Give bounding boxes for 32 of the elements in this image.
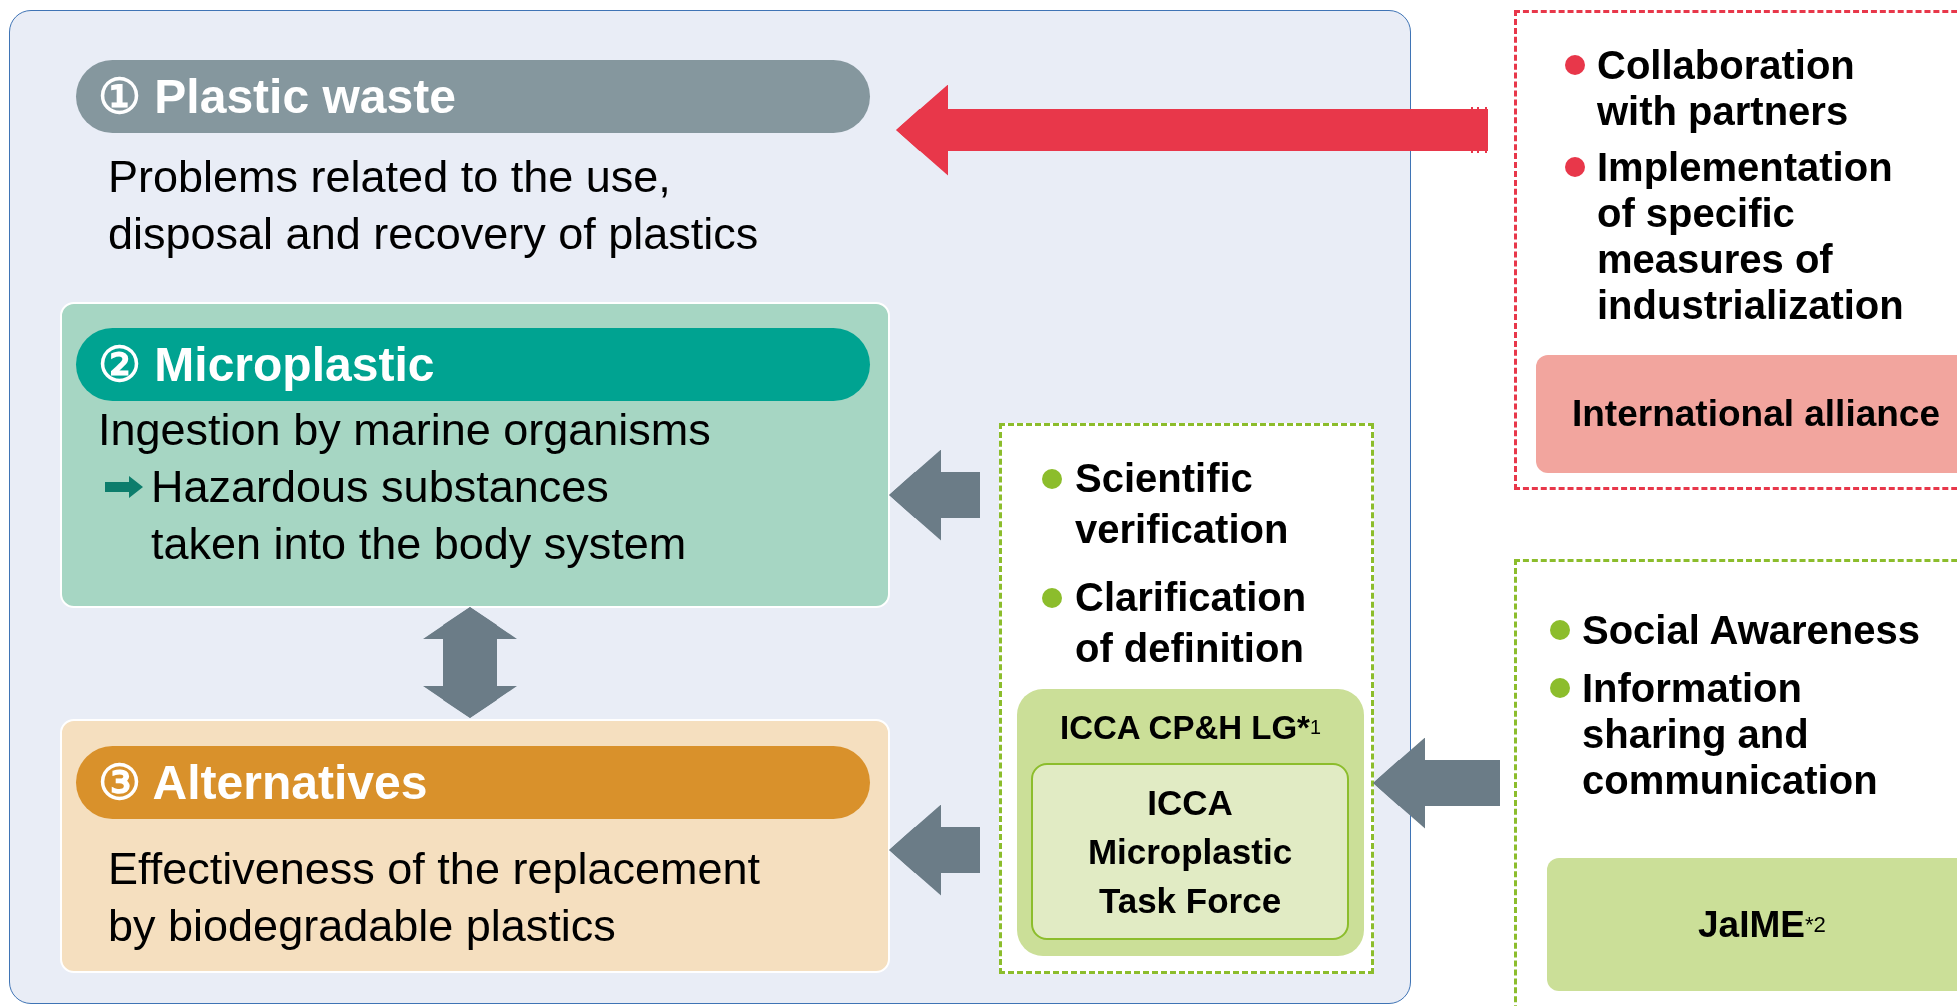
double-arrow: [423, 607, 517, 718]
bullet-item: Social Awareness: [1582, 607, 1921, 653]
label-box: [1547, 858, 1957, 991]
dashed-frame: [999, 423, 1374, 974]
block-arrow: [896, 84, 1488, 176]
bullet-item: Clarification of definition: [1075, 574, 1308, 672]
group-box: [1017, 689, 1364, 956]
box-title: JaIME$^{*2}$: [1697, 902, 1827, 947]
bullet-item: Scientific verification: [1075, 455, 1290, 553]
description-text: Hazardous substances taken into the body system: [103, 458, 713, 572]
section-header: ① Plastic waste: [76, 60, 870, 133]
description-text: Problems related to the use, disposal and recovery of plastics: [108, 150, 760, 261]
card: [60, 302, 890, 608]
dashed-frame: [1514, 10, 1957, 490]
inner-box: [1031, 763, 1349, 940]
bullet-item: Information sharing and communication: [1582, 665, 1879, 803]
description-text: Ingestion by marine organisms: [98, 403, 712, 457]
block-arrow: [1373, 737, 1500, 829]
section-header: ② Microplastic: [76, 328, 870, 401]
card: [60, 719, 890, 973]
box-title: ICCA Microplastic Task Force: [1086, 782, 1294, 922]
section-header: ③ Alternatives: [76, 746, 870, 819]
dashed-frame: [1514, 559, 1957, 1006]
description-text: Effectiveness of the replacement by biodegradable plastics: [108, 842, 762, 953]
bullet-item: Implementation of specific measures of industrialization: [1597, 144, 1905, 328]
block-arrow: [889, 804, 980, 896]
bullet-item: Collaboration with partners: [1597, 42, 1856, 134]
box-title: International alliance: [1570, 392, 1942, 437]
box-title: ICCA CP&H LG*$^{1}$: [1059, 708, 1322, 748]
panel: [9, 10, 1411, 1004]
block-arrow: [889, 449, 980, 541]
label-box: [1536, 355, 1957, 473]
